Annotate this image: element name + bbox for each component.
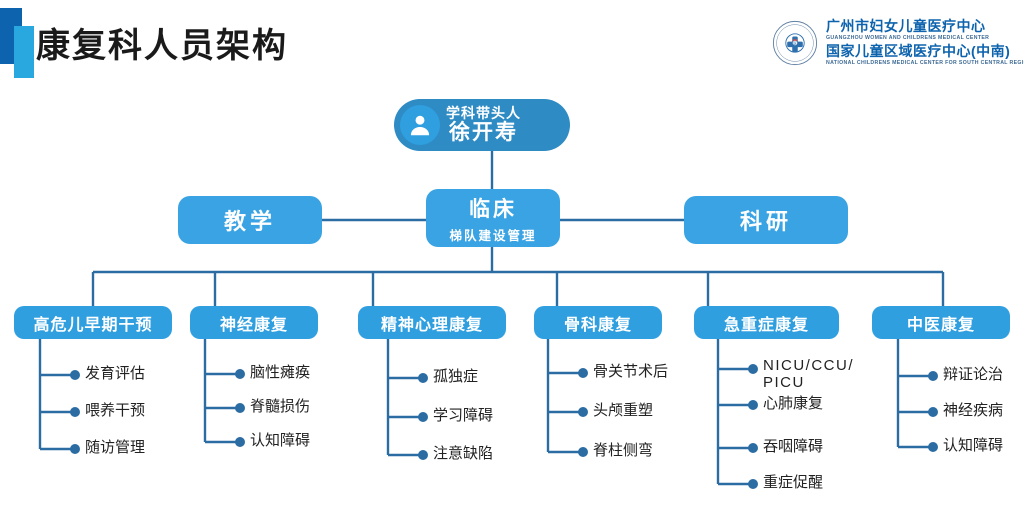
node-neuro-rehab[interactable]: 神经康复 xyxy=(190,306,318,339)
node-neuro-rehab-label: 神经康复 xyxy=(219,316,288,334)
node-tcm-rehab-label: 中医康复 xyxy=(906,316,975,334)
node-clinical-sublabel: 梯队建设管理 xyxy=(449,228,537,243)
list-item: 认知障碍 xyxy=(250,432,311,449)
logo-line1-cn: 广州市妇女儿童医疗中心 xyxy=(826,18,986,34)
list-item: 头颅重塑 xyxy=(593,402,654,419)
list-item: 孤独症 xyxy=(433,368,479,385)
node-high-risk-infant[interactable]: 高危儿早期干预 xyxy=(14,306,172,339)
node-tcm-rehab[interactable]: 中医康复 xyxy=(872,306,1010,339)
node-research-label: 科研 xyxy=(739,209,792,234)
list-item: 随访管理 xyxy=(85,439,146,456)
list-item: 发育评估 xyxy=(85,365,146,382)
svg-text:医: 医 xyxy=(793,40,797,45)
node-ortho-rehab-label: 骨科康复 xyxy=(563,316,632,334)
node-clinical-label: 临床 xyxy=(469,197,517,221)
list-item: 脑性瘫痪 xyxy=(250,364,311,381)
node-teaching-label: 教学 xyxy=(223,209,276,234)
list-item: 脊髓损伤 xyxy=(250,398,311,415)
list-item: 注意缺陷 xyxy=(433,445,494,462)
leader-role-label: 学科带头人 xyxy=(446,105,521,122)
logo-line2-en: NATIONAL CHILDRENS MEDICAL CENTER FOR SO… xyxy=(826,60,1024,67)
node-critical-care-rehab-label: 急重症康复 xyxy=(723,316,809,334)
list-item: 喂养干预 xyxy=(85,402,146,419)
logo-line1-en: GUANGZHOU WOMEN AND CHILDRENS MEDICAL CE… xyxy=(826,35,990,41)
node-ortho-rehab[interactable]: 骨科康复 xyxy=(534,306,662,339)
node-critical-care-rehab[interactable]: 急重症康复 xyxy=(694,306,839,339)
list-item: 重症促醒 xyxy=(763,474,824,491)
node-mental-psych-rehab[interactable]: 精神心理康复 xyxy=(358,306,506,339)
node-clinical[interactable]: 临床 梯队建设管理 xyxy=(426,189,560,247)
node-research[interactable]: 科研 xyxy=(684,196,848,244)
title-accent-light-bar xyxy=(14,26,34,78)
node-discipline-leader[interactable]: 学科带头人 徐开寿 xyxy=(394,99,570,151)
leader-name-label: 徐开寿 xyxy=(449,120,518,144)
node-mental-psych-rehab-label: 精神心理康复 xyxy=(380,316,483,334)
page-title: 康复科人员架构 xyxy=(36,27,288,65)
node-teaching[interactable]: 教学 xyxy=(178,196,322,244)
list-item: 骨关节术后 xyxy=(593,363,669,380)
hospital-logo: 医 广州市妇女儿童医疗中心 GUANGZHOU WOMEN AND CHILDR… xyxy=(772,19,1024,66)
list-item: NICU/CCU/ PICU xyxy=(763,357,854,391)
person-avatar-icon xyxy=(400,105,440,145)
list-item: 脊柱侧弯 xyxy=(593,442,654,459)
list-item: 认知障碍 xyxy=(943,437,1004,454)
list-item: 吞咽障碍 xyxy=(763,438,824,455)
list-item: 学习障碍 xyxy=(433,407,494,424)
logo-line2-cn: 国家儿童区域医疗中心(中南) xyxy=(826,43,1011,60)
node-high-risk-infant-label: 高危儿早期干预 xyxy=(33,316,153,334)
hospital-seal-icon: 医 xyxy=(772,20,818,65)
list-item: 神经疾病 xyxy=(943,402,1004,419)
list-item: 辩证论治 xyxy=(943,366,1004,383)
list-item: 心肺康复 xyxy=(763,395,824,412)
